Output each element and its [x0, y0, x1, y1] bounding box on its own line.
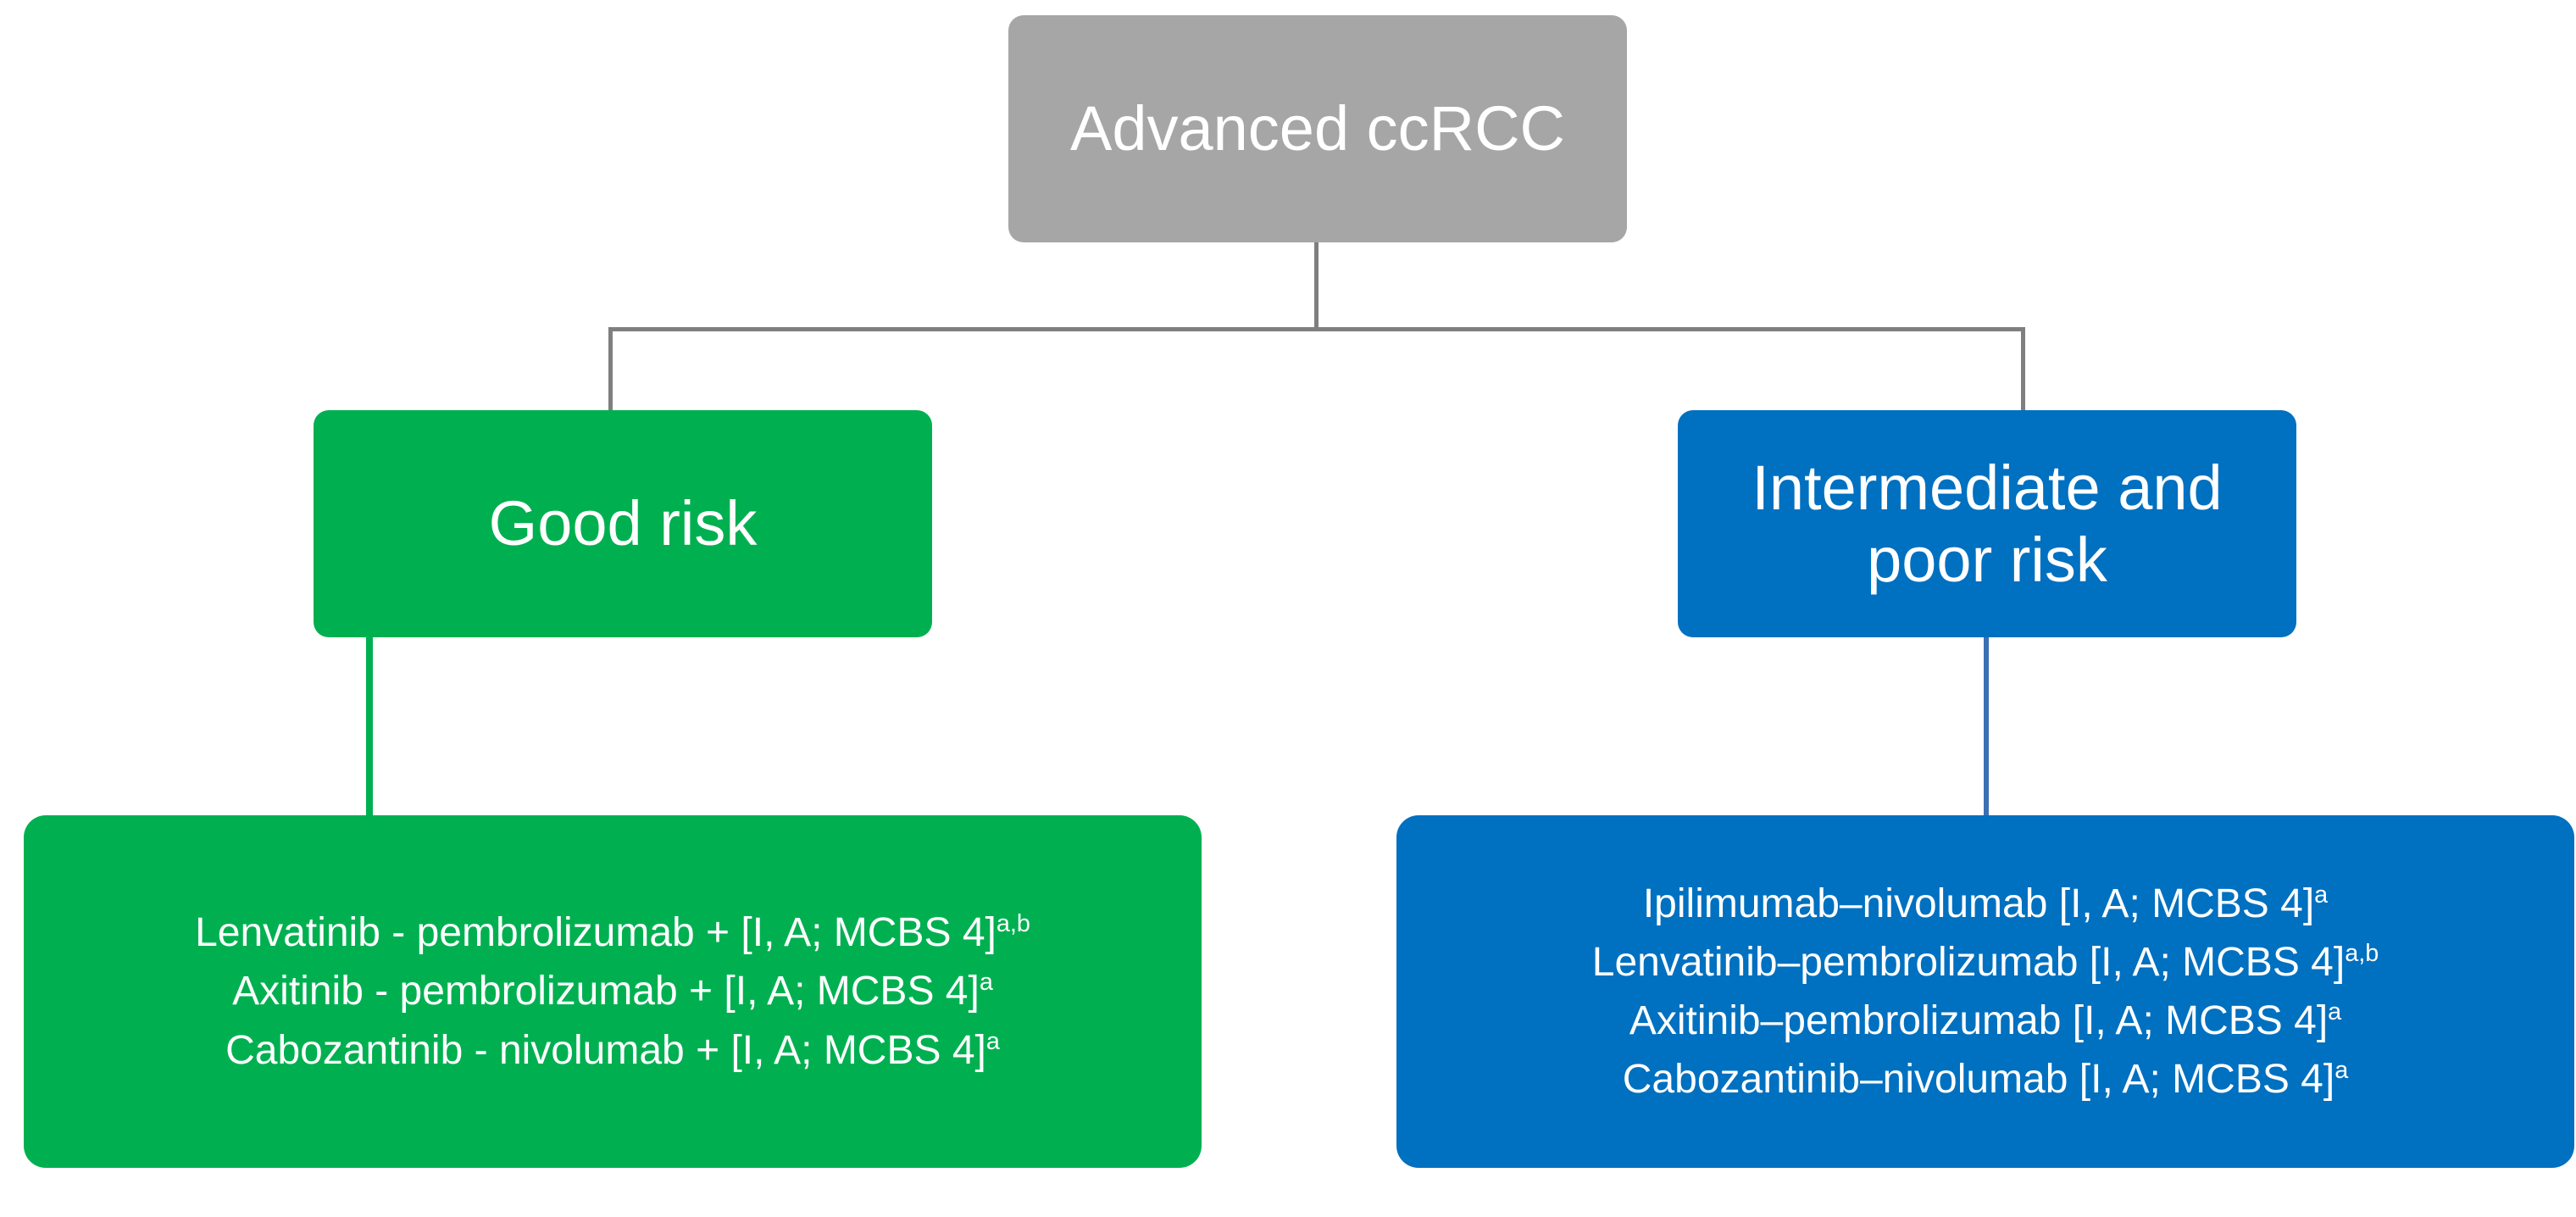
- connector-drop-good-risk: [608, 327, 613, 412]
- treatment-line: Lenvatinib–pembrolizumab [I, A; MCBS 4]a…: [1417, 933, 2554, 992]
- treatment-text: Lenvatinib–pembrolizumab [I, A; MCBS 4]: [1591, 939, 2346, 985]
- node-good-risk-label: Good risk: [488, 488, 758, 559]
- connector-horizontal-bus: [608, 327, 2025, 331]
- treatment-line: Axitinib–pembrolizumab [I, A; MCBS 4]a: [1417, 992, 2554, 1050]
- node-good-risk: Good risk: [314, 410, 932, 637]
- node-advanced-ccrcc: Advanced ccRCC: [1008, 15, 1627, 242]
- treatment-line: Cabozantinib–nivolumab [I, A; MCBS 4]a: [1417, 1050, 2554, 1109]
- node-intermediate-poor-risk: Intermediate and poor risk: [1678, 410, 2296, 637]
- treatment-footnote: a: [2328, 998, 2342, 1025]
- treatment-text: Cabozantinib - nivolumab + [I, A; MCBS 4…: [225, 1027, 986, 1073]
- treatment-text: Axitinib - pembrolizumab + [I, A; MCBS 4…: [232, 969, 980, 1014]
- treatment-line: Axitinib - pembrolizumab + [I, A; MCBS 4…: [44, 962, 1181, 1020]
- treatment-footnote: a,b: [2345, 939, 2379, 967]
- connector-good-risk-to-treatments: [366, 637, 373, 817]
- treatment-footnote: a: [2314, 881, 2329, 909]
- treatment-text: Lenvatinib - pembrolizumab + [I, A; MCBS…: [195, 910, 997, 956]
- treatment-text: Cabozantinib–nivolumab [I, A; MCBS 4]: [1622, 1057, 2335, 1103]
- connector-drop-poor-risk: [2021, 327, 2025, 412]
- treatment-line: Ipilimumab–nivolumab [I, A; MCBS 4]a: [1417, 875, 2554, 933]
- treatment-text: Axitinib–pembrolizumab [I, A; MCBS 4]: [1629, 998, 2329, 1043]
- node-advanced-ccrcc-label: Advanced ccRCC: [1069, 93, 1565, 164]
- treatment-text: Ipilimumab–nivolumab [I, A; MCBS 4]: [1642, 881, 2315, 926]
- node-good-risk-treatments: Lenvatinib - pembrolizumab + [I, A; MCBS…: [24, 815, 1202, 1168]
- connector-root-stem: [1314, 242, 1319, 331]
- node-intermediate-poor-risk-label-line-1: Intermediate and: [1752, 452, 2223, 523]
- treatment-footnote: a: [985, 1027, 1000, 1055]
- treatment-line: Lenvatinib - pembrolizumab + [I, A; MCBS…: [44, 903, 1181, 962]
- treatment-line: Cabozantinib - nivolumab + [I, A; MCBS 4…: [44, 1021, 1181, 1080]
- connector-poor-risk-to-treatments: [1984, 637, 1989, 817]
- treatment-footnote: a,b: [996, 910, 1030, 938]
- node-intermediate-poor-risk-treatments: Ipilimumab–nivolumab [I, A; MCBS 4]a Len…: [1396, 815, 2574, 1168]
- treatment-footnote: a: [979, 969, 993, 997]
- node-intermediate-poor-risk-label: Intermediate and poor risk: [1752, 452, 2222, 596]
- node-intermediate-poor-risk-label-line-2: poor risk: [1867, 525, 2107, 595]
- treatment-footnote: a: [2334, 1057, 2349, 1085]
